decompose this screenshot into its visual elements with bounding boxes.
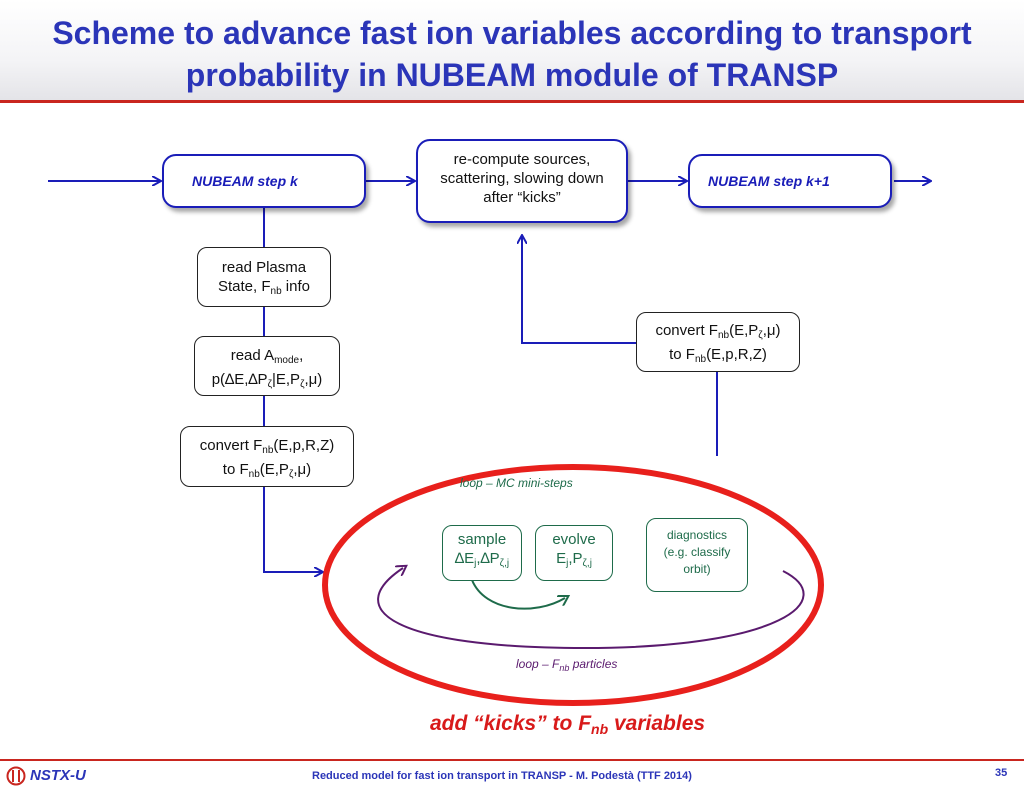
cl-l2-a: to F — [222, 461, 249, 478]
cr-l2-a: to F — [669, 346, 695, 363]
sample-l2-a: ∆E — [454, 550, 475, 567]
footer-divider — [0, 759, 1024, 761]
cl-l2-b: (E,P — [259, 461, 289, 478]
evolve-l2-a: E — [556, 550, 567, 567]
loop-ellipse — [322, 464, 824, 706]
cr-l1-b: (E,P — [729, 322, 759, 339]
footer-center-text: Reduced model for fast ion transport in … — [312, 770, 692, 782]
cl-l2-c: ,μ) — [293, 461, 312, 478]
cl-l2-sub: nb — [248, 469, 260, 480]
step-k-label: NUBEAM step k — [192, 173, 298, 189]
cl-l2-sub2: ζ — [288, 469, 294, 480]
read-plasma-line-1: read Plasma — [221, 259, 307, 276]
title-line-1: Scheme to advance fast ion variables acc… — [52, 15, 972, 51]
read-amode-box: read Amode, p(∆E,∆Pζ|E,Pζ,μ) — [194, 336, 340, 396]
cr-l2-sub: nb — [694, 354, 707, 365]
sample-l2-sub2: ζ,j — [499, 558, 510, 569]
evolve-l2-sub2: ζ,j — [582, 558, 592, 569]
loop-fnb-sub: nb — [559, 663, 570, 673]
title-line-2: probability in NUBEAM module of TRANSP — [185, 57, 839, 93]
prob-sub-2: ζ — [300, 379, 305, 390]
recompute-line-2: scattering, slowing down — [440, 170, 604, 187]
step-k1-label: NUBEAM step k+1 — [708, 173, 830, 189]
cl-l1-b: (E,p,R,Z) — [273, 437, 335, 454]
flow-arrow-lines — [48, 181, 930, 572]
cr-l1-c: ,μ) — [762, 322, 781, 339]
mc-loop-arrow — [471, 579, 565, 610]
nubeam-step-k1-box: NUBEAM step k+1 — [688, 154, 892, 208]
convert-left-box: convert Fnb(E,p,R,Z) to Fnb(E,Pζ,μ) — [180, 426, 354, 487]
loop-fnb-text-end: particles — [569, 657, 618, 671]
cr-l1-a: convert F — [655, 322, 718, 339]
loop-mc-label: loop – MC mini-steps — [460, 476, 573, 490]
add-kicks-sub: nb — [591, 721, 609, 737]
sample-line-2: ∆Ej,∆Pζ,j — [443, 549, 521, 573]
convert-right-box: convert Fnb(E,Pζ,μ) to Fnb(E,p,R,Z) — [636, 312, 800, 372]
page-number: 35 — [995, 767, 1008, 779]
cl-l1-a: convert F — [199, 437, 263, 454]
read-amode-line-2: p(∆E,∆Pζ|E,Pζ,μ) — [195, 370, 339, 394]
recompute-line-1: re-compute sources, — [453, 151, 591, 168]
diagnostics-line-2: (e.g. classify — [663, 545, 731, 559]
amode-text: read A — [230, 347, 275, 364]
convert-left-line-1: convert Fnb(E,p,R,Z) — [181, 436, 353, 460]
prob-text: p(∆E,∆P — [211, 371, 268, 388]
evolve-l2-sub: j — [566, 558, 569, 569]
convert-right-line-2: to Fnb(E,p,R,Z) — [637, 345, 799, 369]
cr-l1-sub: nb — [717, 330, 730, 341]
cr-l2-b: (E,p,R,Z) — [706, 346, 767, 363]
diagnostics-line-3: orbit) — [683, 562, 711, 576]
sample-l2-sub: j — [474, 558, 477, 569]
diagnostics-line-1: diagnostics — [666, 528, 728, 542]
amode-comma: , — [299, 347, 304, 364]
convert-left-line-2: to Fnb(E,Pζ,μ) — [181, 460, 353, 484]
loop-fnb-label: loop – Fnb particles — [516, 657, 617, 673]
fnb-loop-arrow — [377, 568, 805, 650]
evolve-l2-b: ,P — [568, 550, 583, 567]
nubeam-step-k-box: NUBEAM step k — [162, 154, 366, 208]
nstx-logo-icon — [6, 766, 26, 786]
recompute-box: re-compute sources, scattering, slowing … — [416, 139, 628, 223]
evolve-line-2: Ej,Pζ,j — [536, 549, 612, 573]
read-plasma-text-end: info — [281, 278, 310, 295]
recompute-line-3: after “kicks” — [483, 189, 561, 206]
convert-right-line-1: convert Fnb(E,Pζ,μ) — [637, 321, 799, 345]
sample-box: sample ∆Ej,∆Pζ,j — [442, 525, 522, 581]
loop-fnb-text: loop – F — [516, 657, 560, 671]
sample-line-1: sample — [457, 531, 507, 548]
prob-mid: |E,P — [271, 371, 301, 388]
add-kicks-text: add “kicks” to F — [430, 712, 592, 735]
read-amode-line-1: read Amode, — [195, 346, 339, 370]
prob-end: ,μ) — [304, 371, 323, 388]
evolve-box: evolve Ej,Pζ,j — [535, 525, 613, 581]
prob-sub-1: ζ — [267, 379, 272, 390]
read-plasma-state-box: read Plasma State, Fnb info — [197, 247, 331, 307]
amode-sub: mode — [274, 355, 300, 366]
diagnostics-box: diagnostics (e.g. classify orbit) — [646, 518, 748, 592]
read-plasma-sub: nb — [270, 286, 282, 297]
cl-l1-sub: nb — [262, 445, 274, 456]
cr-l1-sub2: ζ — [758, 330, 763, 341]
connector-convert-to-loop — [263, 487, 322, 572]
slide-title: Scheme to advance fast ion variables acc… — [0, 12, 1024, 96]
arrow-up-to-recompute — [522, 236, 636, 344]
read-plasma-text: State, F — [217, 278, 271, 295]
title-band — [0, 0, 1024, 103]
read-plasma-line-2: State, Fnb info — [198, 277, 330, 301]
footer-logo-text: NSTX-U — [30, 767, 86, 784]
evolve-line-1: evolve — [552, 531, 596, 548]
add-kicks-text-end: variables — [608, 712, 706, 735]
sample-l2-b: ,∆P — [476, 550, 500, 567]
add-kicks-caption: add “kicks” to Fnb variables — [430, 712, 705, 737]
